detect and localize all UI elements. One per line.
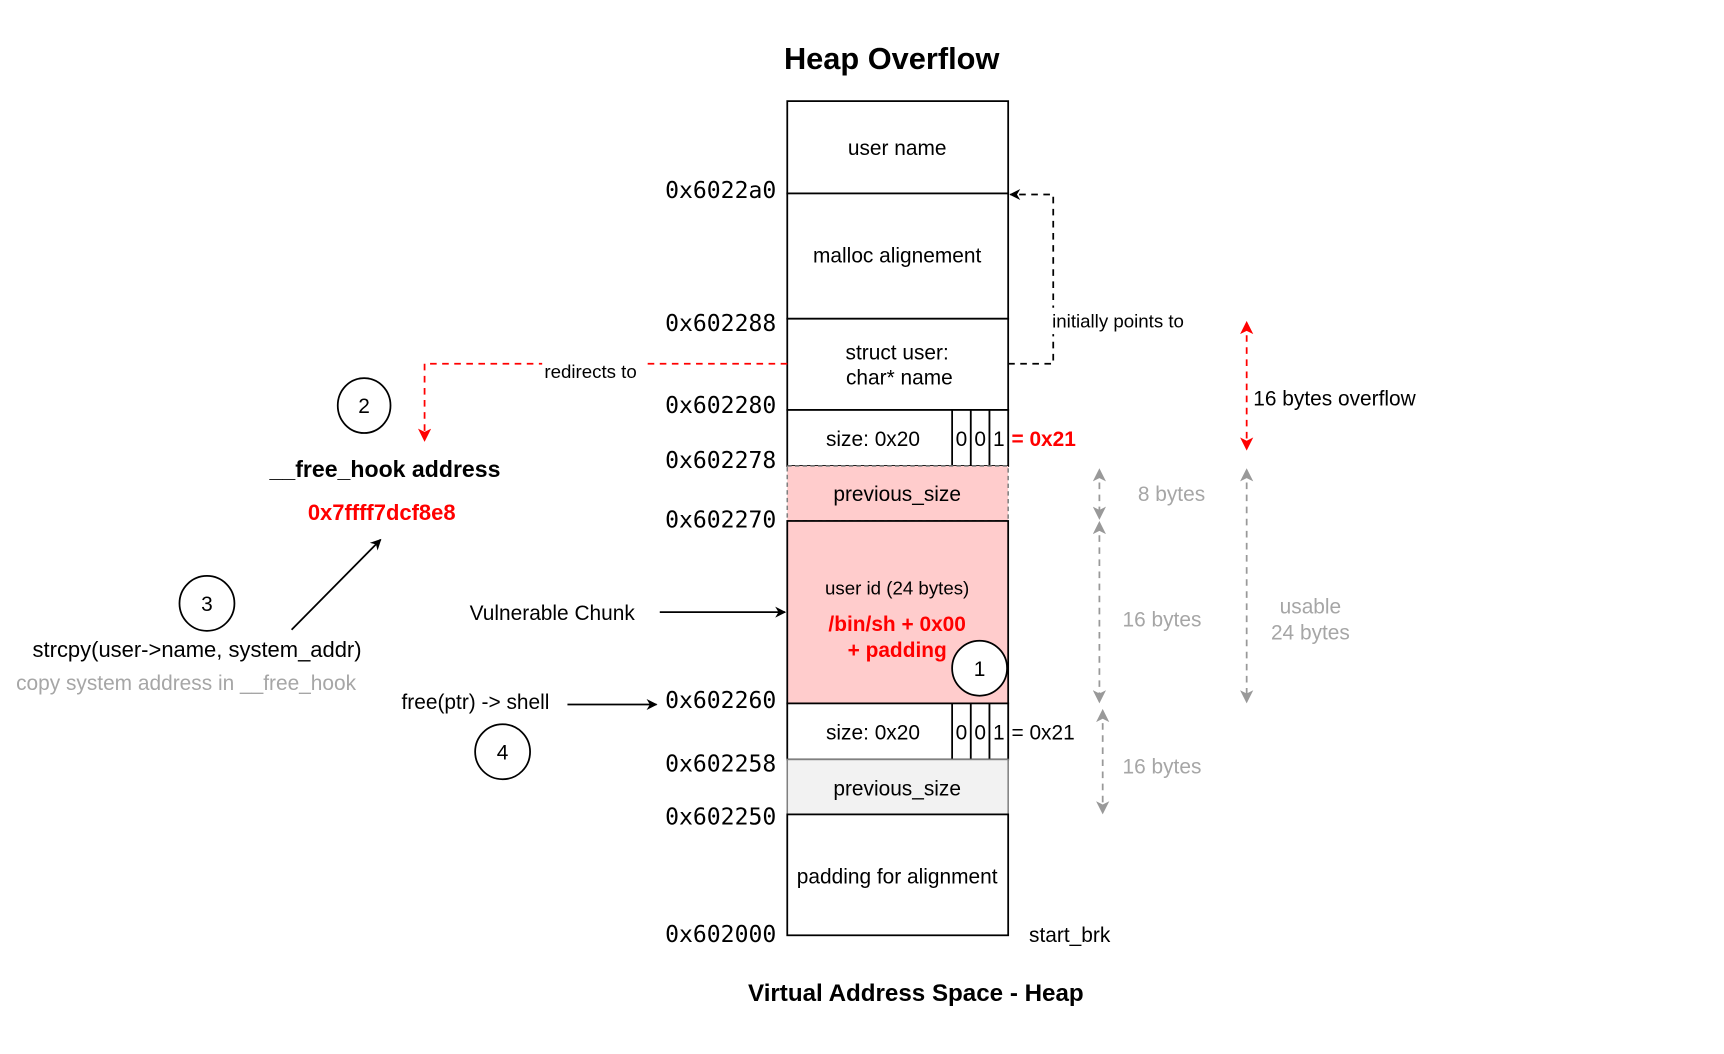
step-2-number: 2 [358,395,370,418]
step-1-number: 1 [974,658,986,681]
flag-bit: 1 [993,722,1005,745]
diagram-title: Heap Overflow [784,41,999,76]
initially-points-to-arrow [1008,189,1055,365]
payload-line-2: + padding [848,639,947,662]
address-labels: 0x6022a0 0x602288 0x602280 0x602278 0x60… [665,178,776,948]
strcpy-label: strcpy(user->name, system_addr) [33,637,362,662]
block-malloc-alignment [786,192,1010,320]
eight-bytes-label: 8 bytes [1138,483,1205,506]
flag-bit: 0 [956,722,968,745]
usable-label-1: usable [1280,595,1342,618]
block-size-top-label: size: 0x20 [826,428,920,451]
address-label: 0x602280 [665,393,776,419]
block-user-name-label: user name [848,137,947,160]
block-prev-size-bottom [786,758,1009,816]
step-4-marker: 4 [474,723,531,781]
size-equals-top: = 0x21 [1011,428,1076,451]
block-user-id-label: user id (24 bytes) [825,578,969,599]
block-padding [786,813,1010,937]
block-prev-size-bottom-label: previous_size [833,778,961,801]
free-shell-label: free(ptr) -> shell [401,691,549,714]
block-struct-user-label-2: char* name [846,367,953,390]
block-struct-user [786,317,1010,411]
address-label: 0x602260 [665,688,776,714]
address-label: 0x602278 [665,448,776,474]
address-label: 0x602270 [665,508,776,534]
step-4-number: 4 [497,741,509,764]
flag-bit: 0 [974,428,986,451]
block-padding-label: padding for alignment [797,866,998,889]
block-malloc-alignment-label: malloc alignement [813,245,981,268]
address-label: 0x602258 [665,752,776,778]
redirects-to-label: redirects to [544,361,636,382]
flag-bit: 1 [993,428,1005,451]
heap-column: user name malloc alignement struct user:… [786,100,1076,937]
free-hook-title: __free_hook address [269,456,501,482]
size-equals-bottom: = 0x21 [1011,722,1074,745]
flag-bit: 0 [956,428,968,451]
step-3-number: 3 [201,593,213,616]
flag-bit: 0 [974,722,986,745]
sixteen-bytes-label-a: 16 bytes [1122,608,1201,631]
step-3-marker: 3 [178,575,236,632]
sixteen-bytes-label-b: 16 bytes [1122,756,1201,779]
free-hook-address: 0x7ffff7dcf8e8 [308,500,456,525]
block-user-name [786,100,1010,195]
step-1-marker: 1 [951,639,1008,697]
usable-label-2: 24 bytes [1271,622,1350,645]
step-2-marker: 2 [336,377,392,434]
address-label: 0x6022a0 [665,178,776,204]
strcpy-arrow [290,538,382,631]
initially-points-to-label: initially points to [1052,311,1184,332]
redirects-to-arrow [417,362,788,442]
address-label: 0x602000 [665,922,776,948]
overflow-label: 16 bytes overflow [1253,388,1416,411]
address-label: 0x602250 [665,804,776,830]
vulnerable-chunk-label: Vulnerable Chunk [470,602,636,625]
block-size-bottom-label: size: 0x20 [826,722,920,745]
address-label: 0x602288 [665,311,776,337]
block-prev-size-top-label: previous_size [833,483,961,506]
strcpy-note: copy system address in __free_hook [16,672,357,695]
start-brk-label: start_brk [1029,924,1111,947]
block-struct-user-label-1: struct user: [846,341,949,364]
diagram-footer: Virtual Address Space - Heap [748,980,1084,1007]
payload-line-1: /bin/sh + 0x00 [828,613,966,636]
